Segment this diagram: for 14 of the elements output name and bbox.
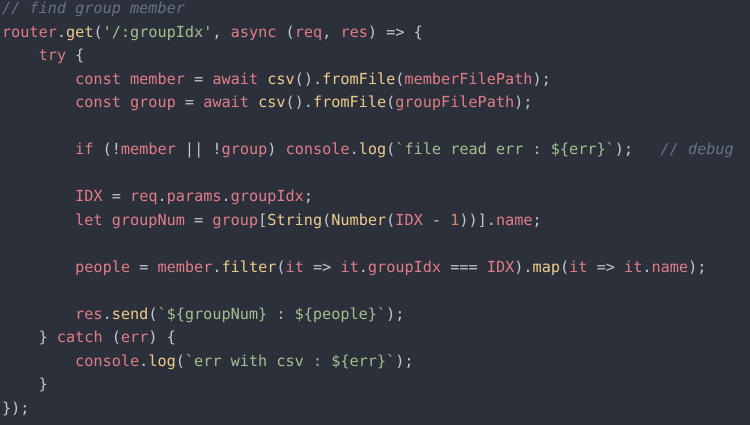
code-line: router.get('/:groupIdx', async (req, res) => { xyxy=(2,22,423,42)
code-line: people = member.filter(it => it.groupIdx === IDX).map(it => it.name); xyxy=(74,256,706,278)
code-line: let groupNum = group[String(Number(IDX - 1))].name; xyxy=(74,210,542,230)
code-line: try { xyxy=(38,45,84,66)
code-line: } xyxy=(38,374,48,395)
code-line: if (!member || !group) console.log(`file read err : ${err}`); // debug xyxy=(74,139,734,160)
code-line: const group = await csv().fromFile(groupFilePath); xyxy=(74,92,532,113)
code-line: res.send(`${groupNum} : ${people}`); xyxy=(74,304,404,324)
code-line: console.log(`err with csv : ${err}`); xyxy=(74,350,414,372)
code-line: IDX = req.params.groupIdx; xyxy=(74,186,313,207)
code-comment: // find group member xyxy=(2,0,185,19)
code-line: } catch (err) { xyxy=(38,327,176,348)
code-line: }); xyxy=(2,398,30,418)
code-line: const member = await csv().fromFile(memberFilePath); xyxy=(74,68,551,90)
